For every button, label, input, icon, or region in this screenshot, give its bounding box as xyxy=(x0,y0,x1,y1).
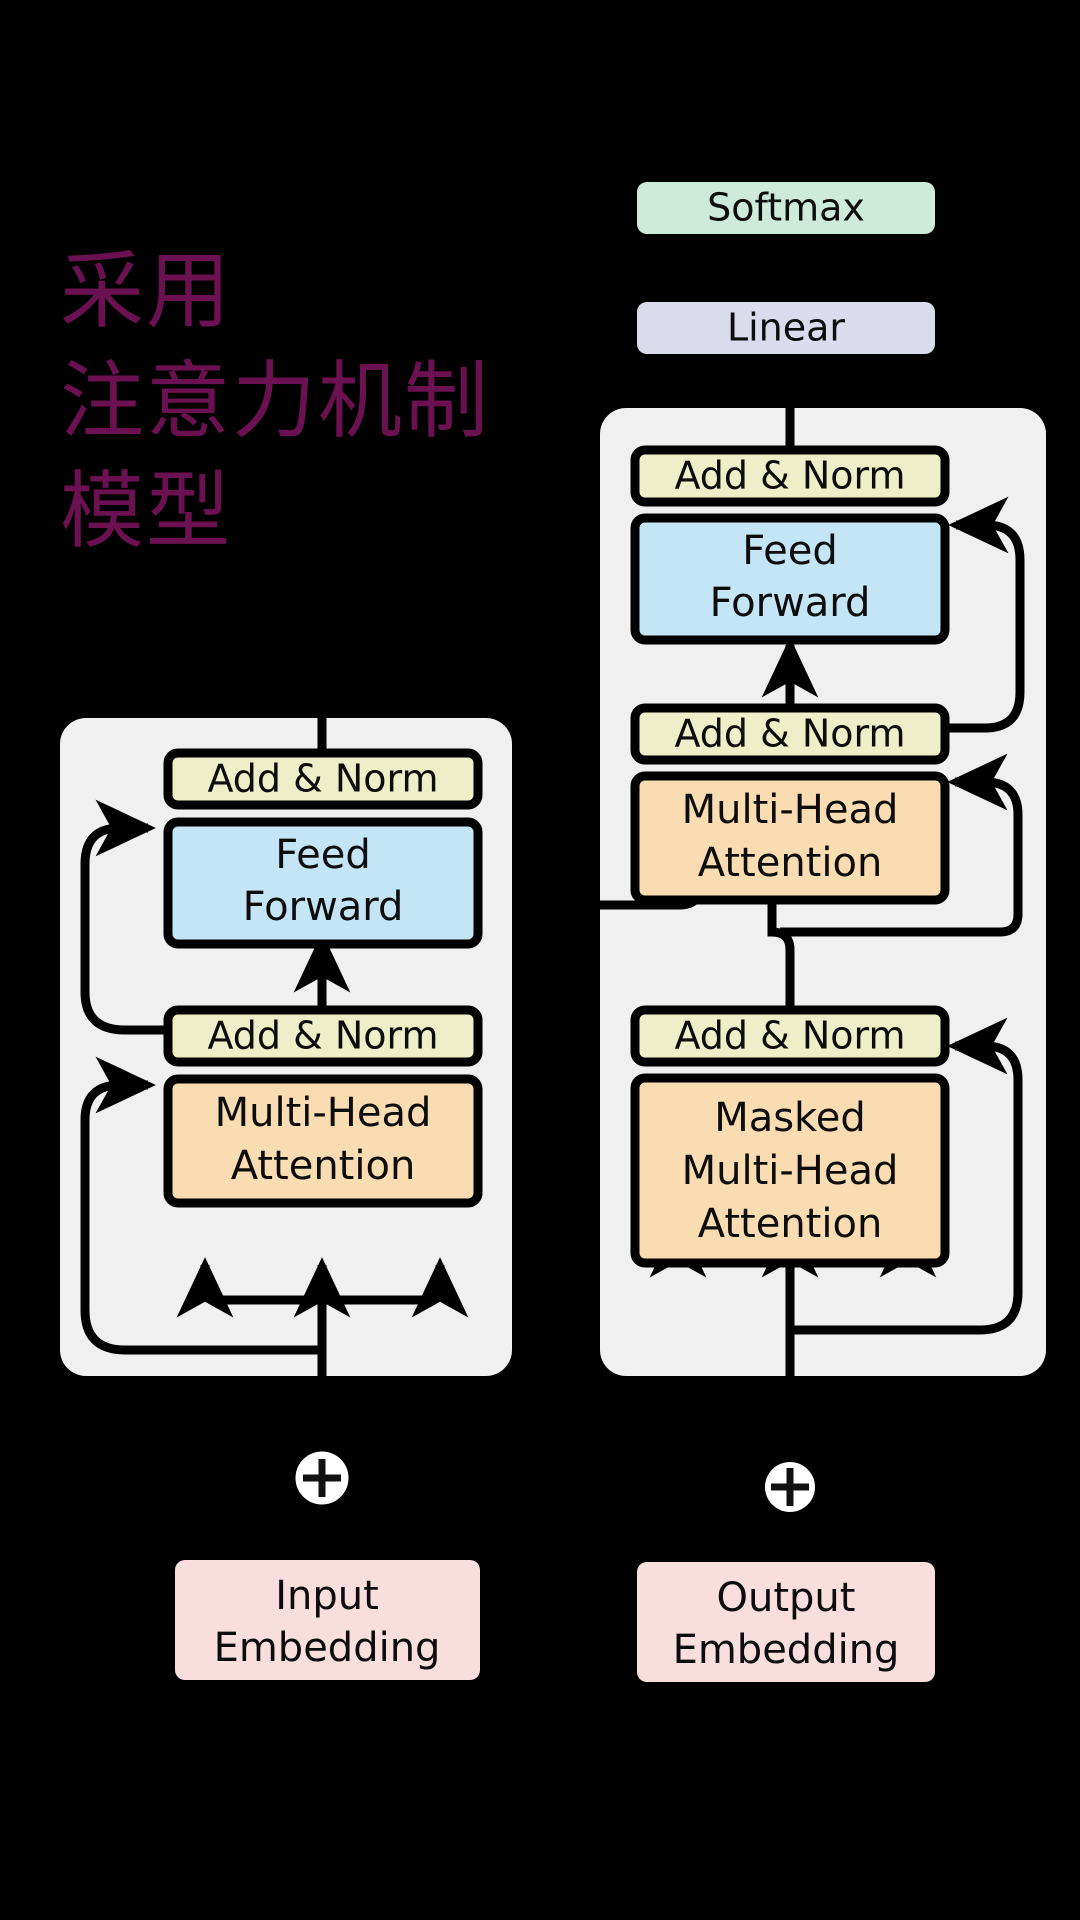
dec-mha-label-line1: Multi-Head xyxy=(682,787,899,833)
dec-masked-mha-label-line1: Masked xyxy=(714,1095,866,1141)
enc-multi-head-attention[interactable]: Multi-Head Attention xyxy=(163,1074,483,1208)
output-embedding-label-line2: Embedding xyxy=(673,1627,900,1673)
input-embedding-label-line2: Embedding xyxy=(214,1625,441,1671)
enc-add-norm-2-label: Add & Norm xyxy=(207,757,438,801)
enc-add-norm-1-label: Add & Norm xyxy=(207,1014,438,1058)
decoder-blocks: Add & Norm Feed Forward Add & Norm Multi… xyxy=(630,445,950,1268)
enc-mha-label-line1: Multi-Head xyxy=(215,1090,432,1136)
dec-add-norm-1-label: Add & Norm xyxy=(674,1014,905,1058)
dec-add-norm-1[interactable]: Add & Norm xyxy=(630,1005,950,1067)
enc-add-norm-2[interactable]: Add & Norm xyxy=(163,748,483,810)
output-embedding-label-line1: Output xyxy=(717,1575,856,1621)
dec-feed-forward[interactable]: Feed Forward xyxy=(630,513,950,645)
dec-masked-multi-head-attention[interactable]: Masked Multi-Head Attention xyxy=(630,1073,950,1268)
dec-masked-mha-label-line2: Multi-Head xyxy=(682,1148,899,1194)
enc-feed-forward-label-line2: Forward xyxy=(243,884,404,930)
dec-feed-forward-label-line2: Forward xyxy=(710,580,871,626)
input-embedding[interactable]: Input Embedding xyxy=(175,1560,480,1680)
linear-label: Linear xyxy=(727,306,845,350)
dec-add-norm-3-label: Add & Norm xyxy=(674,454,905,498)
dec-add-norm-2-label: Add & Norm xyxy=(674,712,905,756)
chinese-caption: 采用 注意力机制 模型 xyxy=(60,242,491,560)
enc-feed-forward[interactable]: Feed Forward xyxy=(163,817,483,949)
dec-add-norm-3[interactable]: Add & Norm xyxy=(630,445,950,507)
enc-mha-label-line2: Attention xyxy=(231,1143,416,1189)
enc-positional-add[interactable] xyxy=(295,1451,349,1505)
dec-feed-forward-label-line1: Feed xyxy=(742,528,837,574)
input-embedding-label-line1: Input xyxy=(275,1573,379,1619)
enc-add-norm-1[interactable]: Add & Norm xyxy=(163,1005,483,1067)
linear-block[interactable]: Linear xyxy=(637,302,935,354)
dec-mha-label-line2: Attention xyxy=(698,840,883,886)
output-embedding[interactable]: Output Embedding xyxy=(637,1562,935,1682)
encoder-blocks: Add & Norm Feed Forward Add & Norm Multi… xyxy=(163,748,483,1208)
dec-positional-add[interactable] xyxy=(765,1462,815,1512)
dec-masked-mha-label-line3: Attention xyxy=(698,1201,883,1247)
softmax-block[interactable]: Softmax xyxy=(637,182,935,234)
enc-feed-forward-label-line1: Feed xyxy=(275,832,370,878)
dec-multi-head-attention[interactable]: Multi-Head Attention xyxy=(630,771,950,905)
dec-add-norm-2[interactable]: Add & Norm xyxy=(630,703,950,765)
softmax-label: Softmax xyxy=(707,186,865,230)
